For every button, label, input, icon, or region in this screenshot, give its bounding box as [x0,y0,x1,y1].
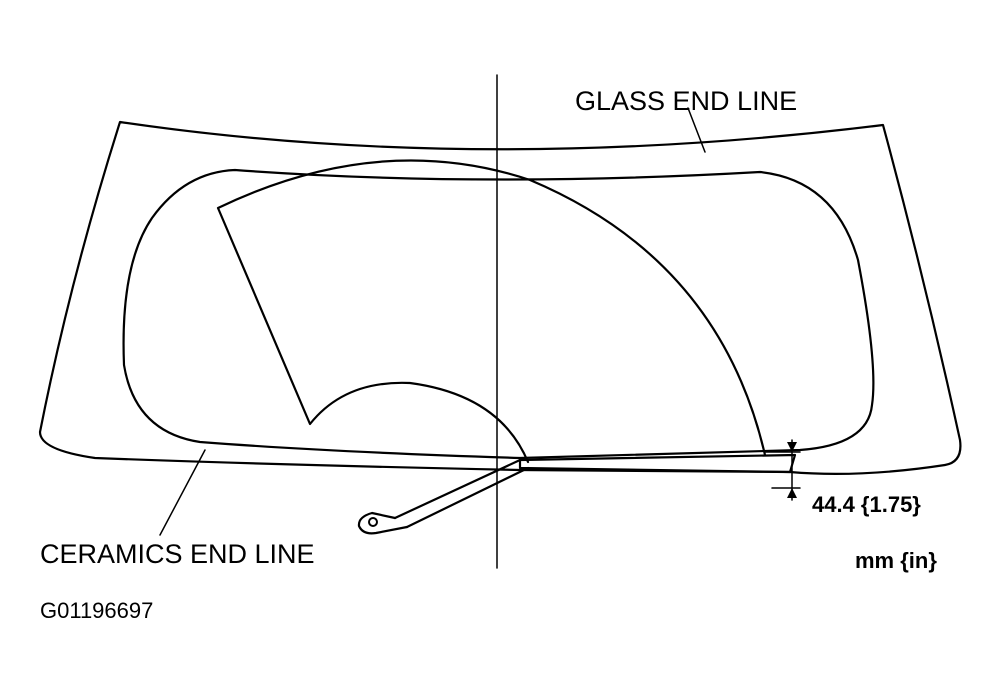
pivot-hole [368,517,378,527]
wiper-pivot [357,511,409,535]
glass-end-line-label: GLASS END LINE [575,86,797,116]
ceramics-end-line [122,168,875,460]
glass-outline [38,120,962,475]
wiper-sweep-area [216,159,767,464]
dimension-lines [764,439,801,501]
dimension-label: 44.4 {1.75} [812,492,921,517]
dimension-arrow-bottom [787,488,797,498]
ceramics-end-line-leader [159,449,206,536]
units-label: mm {in} [855,548,937,573]
wiper-arm [393,458,530,529]
wiper-blade [518,453,797,474]
figure-code: G01196697 [40,598,153,623]
glass-end-line-leader [687,107,706,153]
ceramics-end-line-label: CERAMICS END LINE [40,539,315,569]
dimension-arrow-top [787,442,797,452]
